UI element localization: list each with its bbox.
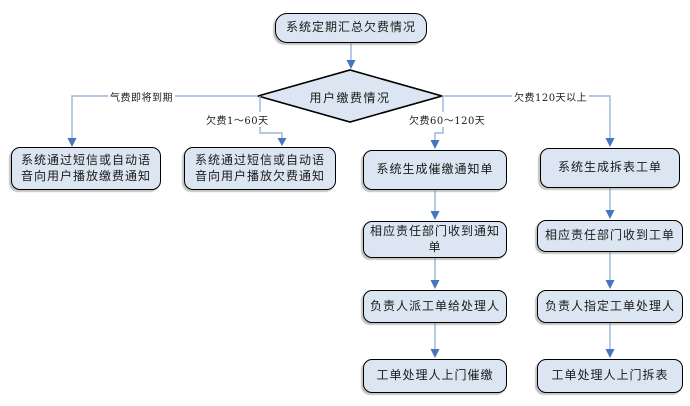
arrowhead-overdue-120-plus [605,138,615,147]
edge-label-overdue-60-120: 欠费60～120天 [407,112,488,127]
node-sms-arrears-notice: 系统通过短信或自动语 音向用户播放欠费通知 [184,147,336,190]
arrowhead-dept-to-designate [605,280,615,289]
node-decision: 用户缴费情况 [309,91,391,105]
node-designate-handler: 负责人指定工单处理人 [537,290,683,323]
node-generate-reminder: 系统生成催缴通知单 [363,150,507,190]
arrowhead-overdue-1-60 [277,138,287,146]
edge-label-gas-fee-due-soon: 气费即将到期 [108,89,175,104]
arrowhead-start-decision [346,60,356,69]
node-sms-payment-notice: 系统通过短信或自动语 音向用户播放缴费通知 [11,147,161,190]
arrowhead-overdue-60-120 [430,140,440,149]
node-dept-receive-notice: 相应责任部门收到通知 单 [363,221,507,258]
node-assign-handler: 负责人派工单给处理人 [363,290,507,323]
edge-label-overdue-1-60: 欠费1～60天 [204,112,271,127]
node-visit-urge-payment: 工单处理人上门催缴 [363,359,507,393]
arrowhead-reminder-to-dept [430,211,440,220]
edge-gas-due [71,95,258,139]
arrowhead-order-to-dept [605,210,615,219]
node-visit-remove-meter: 工单处理人上门拆表 [537,359,683,393]
arrowhead-assign-to-visit [430,349,440,358]
edge-overdue-120-plus [442,95,611,139]
arrowhead-designate-to-remove [605,349,615,358]
arrowhead-gas-due [67,138,77,147]
node-dept-receive-order: 相应责任部门收到工单 [537,220,683,252]
arrowhead-dept-to-assign [430,280,440,289]
edge-label-overdue-over-120: 欠费120天以上 [512,89,590,104]
node-summary: 系统定期汇总欠费情况 [275,13,427,43]
node-generate-removal-order: 系统生成拆表工单 [540,148,680,188]
